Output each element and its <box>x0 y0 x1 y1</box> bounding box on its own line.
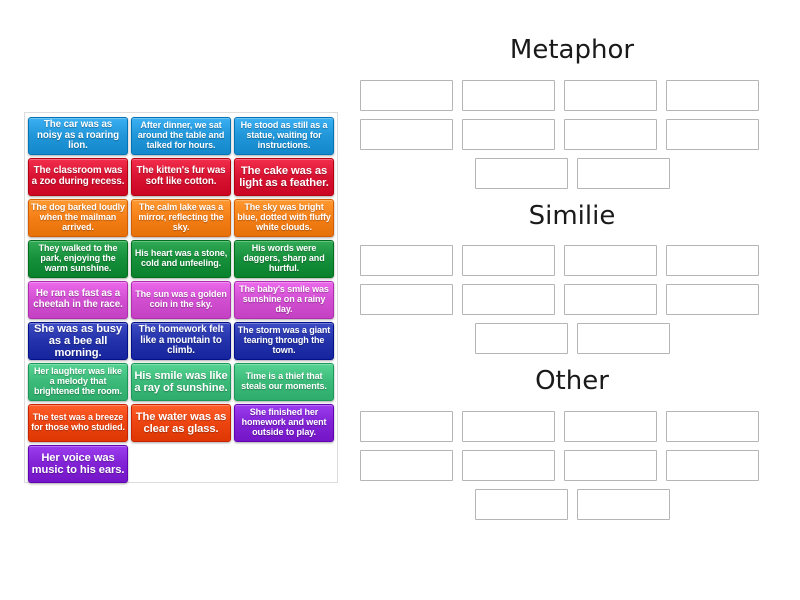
category-title: Similie <box>528 200 616 231</box>
drop-slot[interactable] <box>360 118 453 150</box>
drop-slot-row <box>360 157 784 189</box>
word-card[interactable]: The baby's smile was sunshine on a rainy… <box>234 281 334 319</box>
word-card-label: The storm was a giant tearing through th… <box>237 325 331 355</box>
word-card[interactable]: He ran as fast as a cheetah in the race. <box>28 281 128 319</box>
word-card[interactable]: He stood as still as a statue, waiting f… <box>234 117 334 155</box>
drop-slot[interactable] <box>564 284 657 315</box>
drop-slot[interactable] <box>564 245 657 276</box>
drop-slot[interactable] <box>576 157 670 189</box>
word-card[interactable]: The sky was bright blue, dotted with flu… <box>234 199 334 237</box>
word-card-label: Her voice was music to his ears. <box>31 451 125 476</box>
word-card[interactable]: After dinner, we sat around the table an… <box>131 117 231 155</box>
drop-slot[interactable] <box>564 118 657 150</box>
word-card-label: The water was as clear as glass. <box>135 410 227 435</box>
word-card-label: They walked to the park, enjoying the wa… <box>38 243 118 273</box>
drop-slot[interactable] <box>666 118 759 150</box>
word-card-label: He stood as still as a statue, waiting f… <box>240 120 328 150</box>
word-card-label: The car was as noisy as a roaring lion. <box>36 119 120 152</box>
word-card[interactable]: The kitten's fur was soft like cotton. <box>131 158 231 196</box>
word-card-label: Her laughter was like a melody that brig… <box>33 366 122 396</box>
word-card-label: His words were daggers, sharp and hurtfu… <box>243 243 325 273</box>
word-card[interactable]: They walked to the park, enjoying the wa… <box>28 240 128 278</box>
word-card-label: The homework felt like a mountain to cli… <box>138 324 224 357</box>
word-card-tray: The car was as noisy as a roaring lion. A… <box>24 112 338 483</box>
word-card-label: The sun was a golden coin in the sky. <box>135 289 227 309</box>
word-card-label: She was as busy as a bee all morning. <box>33 322 123 360</box>
word-card[interactable]: The car was as noisy as a roaring lion. <box>28 117 128 155</box>
drop-slot-row <box>360 118 784 150</box>
word-card-label: The baby's smile was sunshine on a rainy… <box>239 284 329 314</box>
word-card[interactable]: Her voice was music to his ears. <box>28 445 128 483</box>
drop-slot[interactable] <box>666 449 759 481</box>
word-card-grid: The car was as noisy as a roaring lion. A… <box>28 117 334 483</box>
category-group: Metaphor <box>360 34 784 189</box>
word-card-label: The sky was bright blue, dotted with flu… <box>237 202 331 232</box>
drop-slot-row <box>360 284 784 315</box>
drop-slot-row <box>360 410 784 442</box>
drop-slot[interactable] <box>462 245 555 276</box>
drop-slot[interactable] <box>360 410 453 442</box>
word-card-label: The kitten's fur was soft like cotton. <box>136 165 226 187</box>
word-card-label: After dinner, we sat around the table an… <box>137 120 225 150</box>
drop-slot[interactable] <box>360 245 453 276</box>
word-card-label: The dog barked loudly when the mailman a… <box>31 202 125 232</box>
category-group: Other <box>360 365 784 520</box>
drop-slot-row <box>360 488 784 520</box>
word-card[interactable]: Her laughter was like a melody that brig… <box>28 363 128 401</box>
word-card-label: Time is a thief that steals our moments. <box>241 371 327 391</box>
drop-slot[interactable] <box>576 323 670 354</box>
word-card-label: The calm lake was a mirror, reflecting t… <box>138 202 224 232</box>
word-card-label: His heart was a stone, cold and unfeelin… <box>134 248 228 268</box>
word-card[interactable]: Time is a thief that steals our moments. <box>234 363 334 401</box>
word-card[interactable]: The water was as clear as glass. <box>131 404 231 442</box>
drop-slot[interactable] <box>474 323 568 354</box>
word-card[interactable]: His words were daggers, sharp and hurtfu… <box>234 240 334 278</box>
drop-slot[interactable] <box>576 488 670 520</box>
drop-slot[interactable] <box>462 118 555 150</box>
word-card-label: His smile was like a ray of sunshine. <box>134 369 228 394</box>
drop-slot[interactable] <box>360 449 453 481</box>
drop-slot[interactable] <box>462 284 555 315</box>
word-card[interactable]: His heart was a stone, cold and unfeelin… <box>131 240 231 278</box>
drop-slot-row <box>360 323 784 354</box>
drop-slot[interactable] <box>360 284 453 315</box>
category-title: Other <box>535 366 609 396</box>
drop-slot[interactable] <box>564 79 657 111</box>
word-card[interactable]: His smile was like a ray of sunshine. <box>131 363 231 401</box>
word-card[interactable]: The homework felt like a mountain to cli… <box>131 322 231 360</box>
word-card-label: The test was a breeze for those who stud… <box>31 412 125 432</box>
drop-slot[interactable] <box>462 449 555 481</box>
word-card[interactable]: The sun was a golden coin in the sky. <box>131 281 231 319</box>
word-card-label: The cake was as light as a feather. <box>239 164 329 189</box>
drop-slot-row <box>360 245 784 276</box>
drop-slot-row <box>360 79 784 111</box>
drop-slot[interactable] <box>474 488 568 520</box>
drop-slot[interactable] <box>462 79 555 111</box>
drop-slot[interactable] <box>666 284 759 315</box>
word-card[interactable]: The cake was as light as a feather. <box>234 158 334 196</box>
drop-slot[interactable] <box>666 410 759 442</box>
word-card[interactable]: She was as busy as a bee all morning. <box>28 322 128 360</box>
word-card-label: She finished her homework and went outsi… <box>241 407 327 437</box>
drop-slot[interactable] <box>360 79 453 111</box>
drop-slot[interactable] <box>666 79 759 111</box>
word-card[interactable]: The test was a breeze for those who stud… <box>28 404 128 442</box>
category-title: Metaphor <box>509 35 635 65</box>
drop-slot[interactable] <box>474 157 568 189</box>
word-card[interactable]: The dog barked loudly when the mailman a… <box>28 199 128 237</box>
drop-slot[interactable] <box>564 449 657 481</box>
drop-slot-row <box>360 449 784 481</box>
drop-slot[interactable] <box>462 410 555 442</box>
category-group: Similie <box>360 200 784 354</box>
word-card[interactable]: The calm lake was a mirror, reflecting t… <box>131 199 231 237</box>
drop-slot[interactable] <box>666 245 759 276</box>
word-card[interactable]: The storm was a giant tearing through th… <box>234 322 334 360</box>
drop-slot[interactable] <box>564 410 657 442</box>
word-card-label: The classroom was a zoo during recess. <box>31 165 125 187</box>
word-card[interactable]: She finished her homework and went outsi… <box>234 404 334 442</box>
word-card[interactable]: The classroom was a zoo during recess. <box>28 158 128 196</box>
word-card-label: He ran as fast as a cheetah in the race. <box>33 288 123 310</box>
